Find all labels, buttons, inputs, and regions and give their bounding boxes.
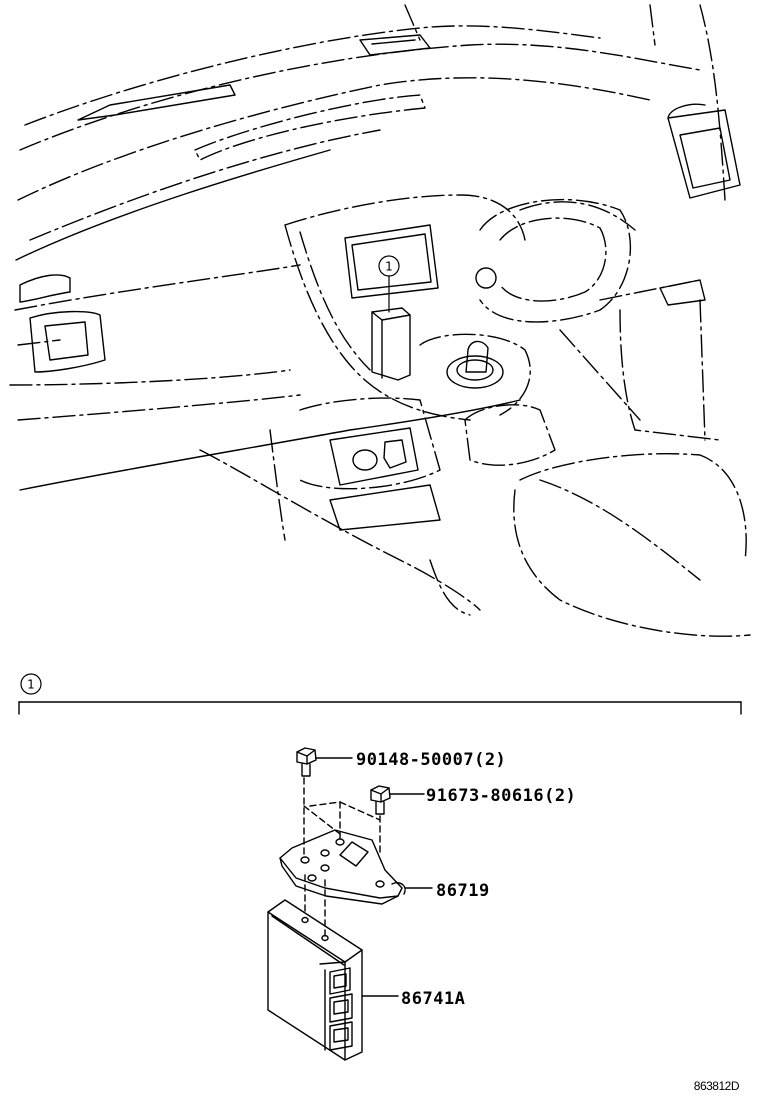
section-callout-circle — [20, 673, 42, 695]
bolt-90148-icon — [296, 747, 317, 777]
bracket-86719-icon — [279, 829, 406, 905]
module-86741a-icon — [267, 899, 363, 1061]
illustration-code: 863812D — [694, 1079, 740, 1093]
part-label-module-86741a: 86741A — [401, 989, 465, 1009]
exploded-parts-illustration — [267, 747, 433, 1061]
part-label-bolt-91673: 91673-80616(2) — [426, 786, 576, 806]
dashboard-overview-illustration: 1 — [9, 4, 751, 637]
section-divider: 1 — [18, 673, 742, 715]
part-label-bolt-90148: 90148-50007(2) — [356, 750, 506, 770]
overview-callout-number: 1 — [385, 260, 393, 274]
part-label-bracket-86719: 86719 — [436, 881, 490, 901]
section-callout-number: 1 — [27, 678, 35, 692]
bolt-91673-icon — [370, 785, 391, 815]
